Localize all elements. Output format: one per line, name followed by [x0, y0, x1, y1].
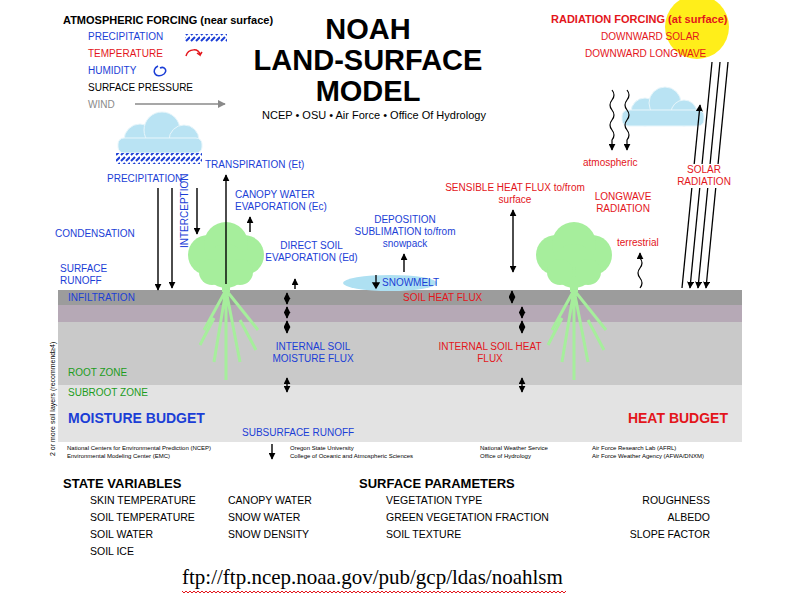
layer-label: SNOWMELT: [382, 277, 439, 289]
label: SOIL TEMPERATURE: [90, 511, 195, 524]
label: Air Force Research Lab (AFRL): [592, 444, 676, 452]
label: RADIATION FORCING (at surface): [551, 13, 727, 26]
label: SENSIBLE HEAT FLUX to/from surface: [440, 182, 590, 206]
soil-layer: INTERNAL SOIL MOISTURE FLUX INTERNAL SOIL…: [58, 305, 742, 385]
layer-label: SUBSURFACE RUNOFF: [242, 427, 354, 439]
layer-label: INFILTRATION: [68, 292, 135, 304]
label: TEMPERATURE: [88, 48, 163, 60]
label: PRECIPITATION: [107, 173, 182, 185]
label: LONGWAVE RADIATION: [588, 191, 658, 215]
label: SURFACE PRESSURE: [88, 82, 193, 94]
layer-label: ROOT ZONE: [68, 367, 127, 379]
soil-layer: INFILTRATION SOIL HEAT FLUX: [58, 290, 742, 305]
label: SURFACE PARAMETERS: [359, 476, 515, 491]
label: SOIL TEXTURE: [386, 528, 461, 541]
layer-label: INTERNAL SOIL MOISTURE FLUX: [258, 341, 368, 365]
label: Oregon State University: [290, 444, 354, 452]
label: STATE VARIABLES: [63, 476, 181, 491]
label: WIND: [88, 99, 115, 111]
layer-label: MOISTURE BUDGET: [68, 410, 205, 426]
label: CANOPY WATER EVAPORATION (Ec): [235, 189, 347, 213]
label: SKIN TEMPERATURE: [90, 494, 196, 507]
label: DIRECT SOIL EVAPORATION (Ed): [264, 240, 359, 264]
label: SURFACE RUNOFF: [60, 263, 135, 287]
label: TRANSPIRATION (Et): [205, 159, 304, 171]
label: GREEN VEGETATION FRACTION: [386, 511, 549, 524]
label: Environmental Modeling Center (EMC): [67, 452, 170, 460]
layer-label: INTERNAL SOIL HEAT FLUX: [435, 341, 545, 365]
title: NOAH LAND-SURFACE MODEL: [218, 14, 518, 107]
label: Office of Hydrology: [480, 452, 531, 460]
caption: ftp://ftp.ncep.noaa.gov/pub/gcp/ldas/noa…: [182, 564, 563, 590]
label: ROUGHNESS: [642, 494, 710, 507]
label: DOWNWARD SOLAR: [601, 31, 700, 43]
label: National Centers for Environmental Predi…: [67, 444, 211, 452]
label: 2 or more soil layers (recommend≥4): [49, 342, 57, 456]
label: SLOPE FACTOR: [630, 528, 710, 541]
label: DOWNWARD LONGWAVE: [585, 48, 706, 60]
label: atmospheric: [583, 157, 637, 169]
label: ATMOSPHERIC FORCING (near surface): [63, 14, 273, 27]
label: SOLAR RADIATION: [668, 164, 740, 188]
label: NCEP • OSU • Air Force • Office Of Hydro…: [262, 109, 486, 122]
label: SNOW DENSITY: [228, 528, 309, 541]
label: DEPOSITION SUBLIMATION to/from snowpack: [350, 214, 460, 250]
label: SOIL ICE: [90, 545, 134, 558]
label: College of Oceanic and Atmospheric Scien…: [290, 452, 413, 460]
label: National Weather Service: [480, 444, 548, 452]
label: VEGETATION TYPE: [386, 494, 482, 507]
label: ALBEDO: [667, 511, 710, 524]
label: SNOW WATER: [228, 511, 300, 524]
label: CONDENSATION: [55, 228, 135, 240]
label: PRECIPITATION: [88, 31, 163, 43]
label: SOIL WATER: [90, 528, 153, 541]
label: HUMIDITY: [88, 65, 136, 77]
layer-label: HEAT BUDGET: [628, 410, 728, 426]
label: terrestrial: [617, 237, 659, 249]
layer-label: SOIL HEAT FLUX: [403, 292, 482, 304]
label: INTERCEPTION: [179, 174, 191, 248]
label: Air Force Weather Agency (AFWA/DNXM): [592, 452, 704, 460]
soil-layer: SUBROOT ZONE MOISTURE BUDGET HEAT BUDGET SU…: [58, 385, 742, 442]
snowpack: SNOWMELT: [342, 274, 438, 292]
layer-label: SUBROOT ZONE: [68, 387, 148, 399]
label: CANOPY WATER: [228, 494, 312, 507]
